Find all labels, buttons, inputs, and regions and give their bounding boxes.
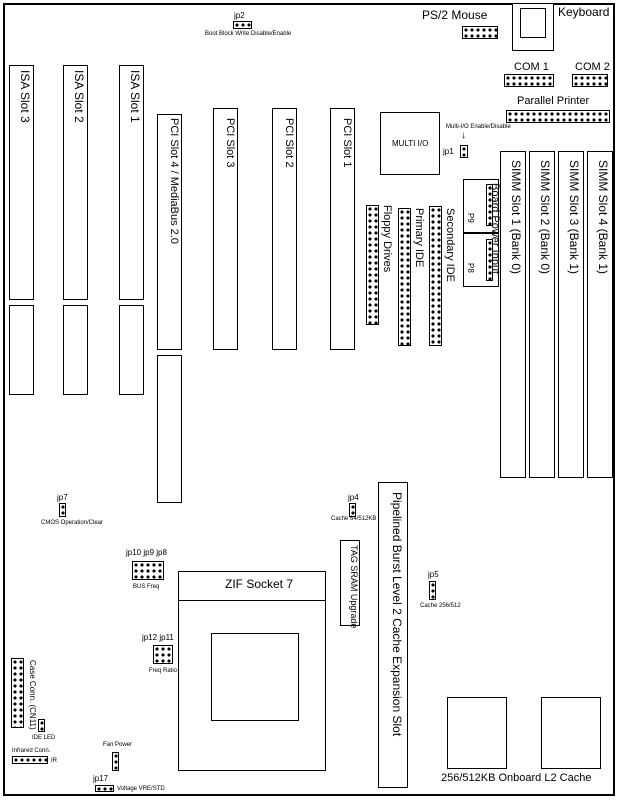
isa-slot-2-label: ISA Slot 2 [72,70,86,123]
com2-label: COM 2 [575,61,610,73]
ide-led-label: IDE LED [32,735,56,741]
jp4-label: jp4 [348,493,359,502]
isa-slot-3-label: ISA Slot 3 [18,70,32,123]
case-connector-header [11,658,24,728]
jp12-jp11-label: jp12 jp11 [142,633,174,642]
jp1-jumper [460,145,468,158]
floppy-drives-label: Floppy Drives [381,205,393,273]
fan-power-header [112,752,119,771]
cpu-chip [211,633,299,721]
isa-slot-3 [9,65,34,300]
simm-slot-1-label: SIMM Slot 1 (Bank 0) [509,160,523,275]
ps2-mouse-header [462,26,498,39]
freq-ratio-jumpers [153,645,173,664]
secondary-ide-header [429,206,442,346]
simm-slot-2-label: SIMM Slot 2 (Bank 0) [538,160,552,275]
isa-slot-2-lower [63,305,88,395]
pci-slot-1-label: PCI Slot 1 [341,118,353,168]
pci-slot-3 [213,108,238,350]
com1-header [504,74,554,87]
fan-power-label: Fan Power [103,742,133,748]
isa-slot-3-lower [9,305,34,395]
case-conn-label: Case Conn. (CN11) [28,660,37,730]
ps2-mouse-label: PS/2 Mouse [422,8,488,22]
simm-slot-1 [500,151,526,478]
parallel-printer-header [506,110,610,123]
simm-slot-2 [529,151,555,478]
bus-freq-jumpers [132,561,164,580]
pci-slot-4-extension [157,355,182,503]
pci-slot-3-label: PCI Slot 3 [224,118,236,168]
power-connector-p9 [463,179,499,233]
cache-jp4-label: Cache 64/512KB [331,516,377,522]
jp4-jumper [349,503,356,517]
boot-block-label: Boot Block Write Disable/Enable [205,31,292,37]
pipelined-cache-label: Pipelined Burst Level 2 Cache Expansion … [390,492,404,737]
zif-socket-lever [178,571,326,601]
bus-freq-label: BUS Freq [133,584,160,590]
isa-slot-2 [63,65,88,300]
com1-label: COM 1 [514,61,549,73]
pci-slot-2-label: PCI Slot 2 [283,118,295,168]
l2-cache-chip-2 [541,697,601,769]
pipelined-cache-slot [378,482,408,788]
pci-slot-4 [157,114,182,350]
jp2-jumper [233,21,252,29]
jp1-label: jp1 [443,147,454,156]
jp10-jp9-jp8-label: jp10 jp9 jp8 [126,548,167,557]
onboard-cache-label: 256/512KB Onboard L2 Cache [441,772,592,784]
pci-slot-4-label: PCI Slot 4 / MediaBus 2.0 [168,118,180,244]
cache-jp5-label: Cache 256/512 [420,603,461,609]
jp17-jumper [95,785,114,792]
voltage-label: Voltage VRE/STD [117,786,165,792]
power-connector-p8 [463,233,499,287]
parallel-printer-label: Parallel Printer [517,95,590,107]
simm-slot-3 [558,151,584,478]
keyboard-connector-inner [520,8,546,38]
infrared-header [12,756,48,764]
down-arrow-icon: ↓ [461,130,466,141]
jp2-label: jp2 [234,11,245,20]
infrared-conn-label: Infrared Conn. [12,748,51,754]
simm-slot-3-label: SIMM Slot 3 (Bank 1) [567,160,581,275]
p8-pins [486,239,493,281]
cmos-label: CMOS Operation/Clear [41,520,104,526]
p8-label: P8 [466,263,475,273]
multi-io-chip [380,112,440,175]
pci-slot-1 [330,108,355,350]
isa-slot-1-label: ISA Slot 1 [128,70,142,123]
keyboard-label: Keyboard [558,5,610,19]
jp7-jumper [59,503,66,517]
freq-ratio-label: Freq Ratio [149,668,178,674]
ide-led-header [38,719,45,732]
jp17-label: jp17 [93,774,109,783]
primary-ide-label: Primary IDE [413,208,425,268]
p9-label: P9 [466,213,475,223]
isa-slot-1 [119,65,144,300]
tag-sram-socket [340,540,360,626]
jp5-label: jp5 [428,570,439,579]
isa-slot-1-lower [119,305,144,395]
com2-header [572,74,608,87]
pci-slot-2 [272,108,297,350]
multi-io-label: MULTI I/O [392,139,429,148]
secondary-ide-label: Secondary IDE [444,208,456,282]
simm-slot-4 [587,151,613,478]
primary-ide-header [398,208,411,346]
p9-pins [486,184,493,226]
jp5-jumper [429,581,436,600]
tag-sram-label: TAG SRAM Upgrade [349,545,359,629]
zif-socket-label: ZIF Socket 7 [225,577,294,591]
simm-slot-4-label: SIMM Slot 4 (Bank 1) [596,160,610,275]
jp7-label: jp7 [57,493,68,502]
floppy-header [366,205,379,325]
multi-io-enable-label: Multi-I/O Enable/Disable [446,124,511,130]
ir-label: IR [51,758,57,764]
l2-cache-chip-1 [447,697,507,769]
